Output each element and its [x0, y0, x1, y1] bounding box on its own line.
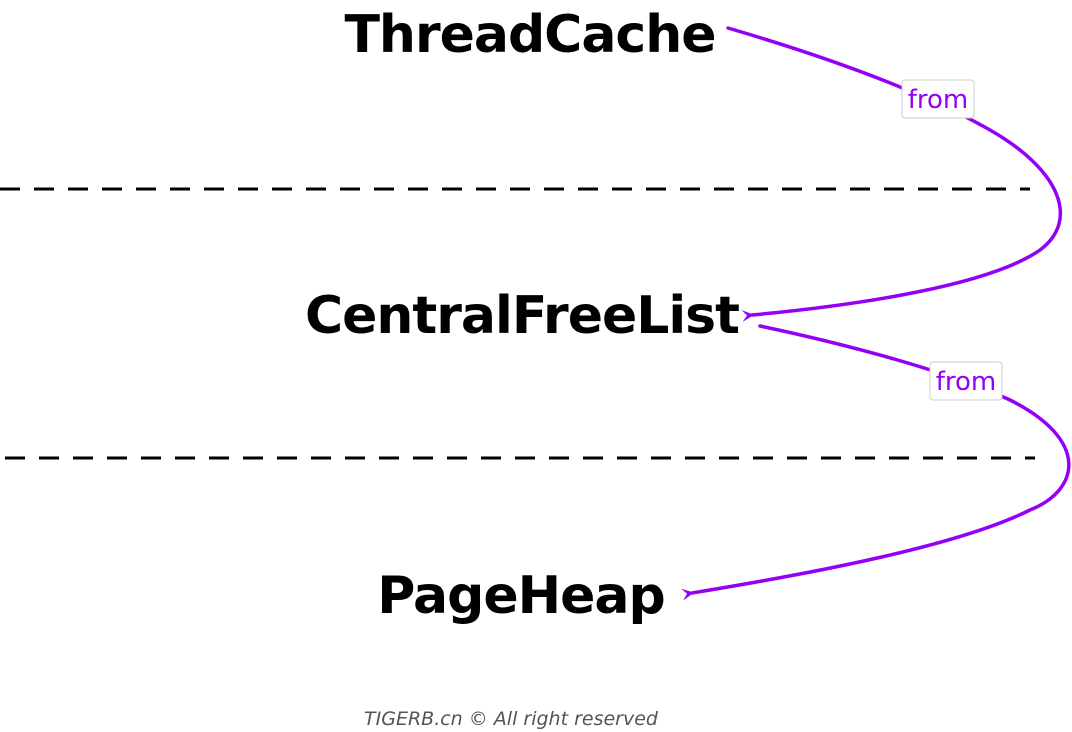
edge-label-1: from	[901, 79, 975, 119]
edge-arrow-centralfreelist-to-pageheap	[681, 324, 1071, 601]
layer-label-centralfreelist: CentralFreeList	[305, 286, 739, 346]
edge-arrow-threadcache-to-centralfreelist	[726, 26, 1063, 322]
edge-label-text-1: from	[908, 85, 969, 115]
edge-label-text-2: from	[936, 367, 997, 397]
footer-copyright: TIGERB.cn © All right reserved	[364, 708, 659, 730]
edge-label-2: from	[929, 361, 1003, 401]
layer-label-pageheap: PageHeap	[377, 566, 664, 626]
layer-label-threadcache: ThreadCache	[344, 5, 715, 65]
